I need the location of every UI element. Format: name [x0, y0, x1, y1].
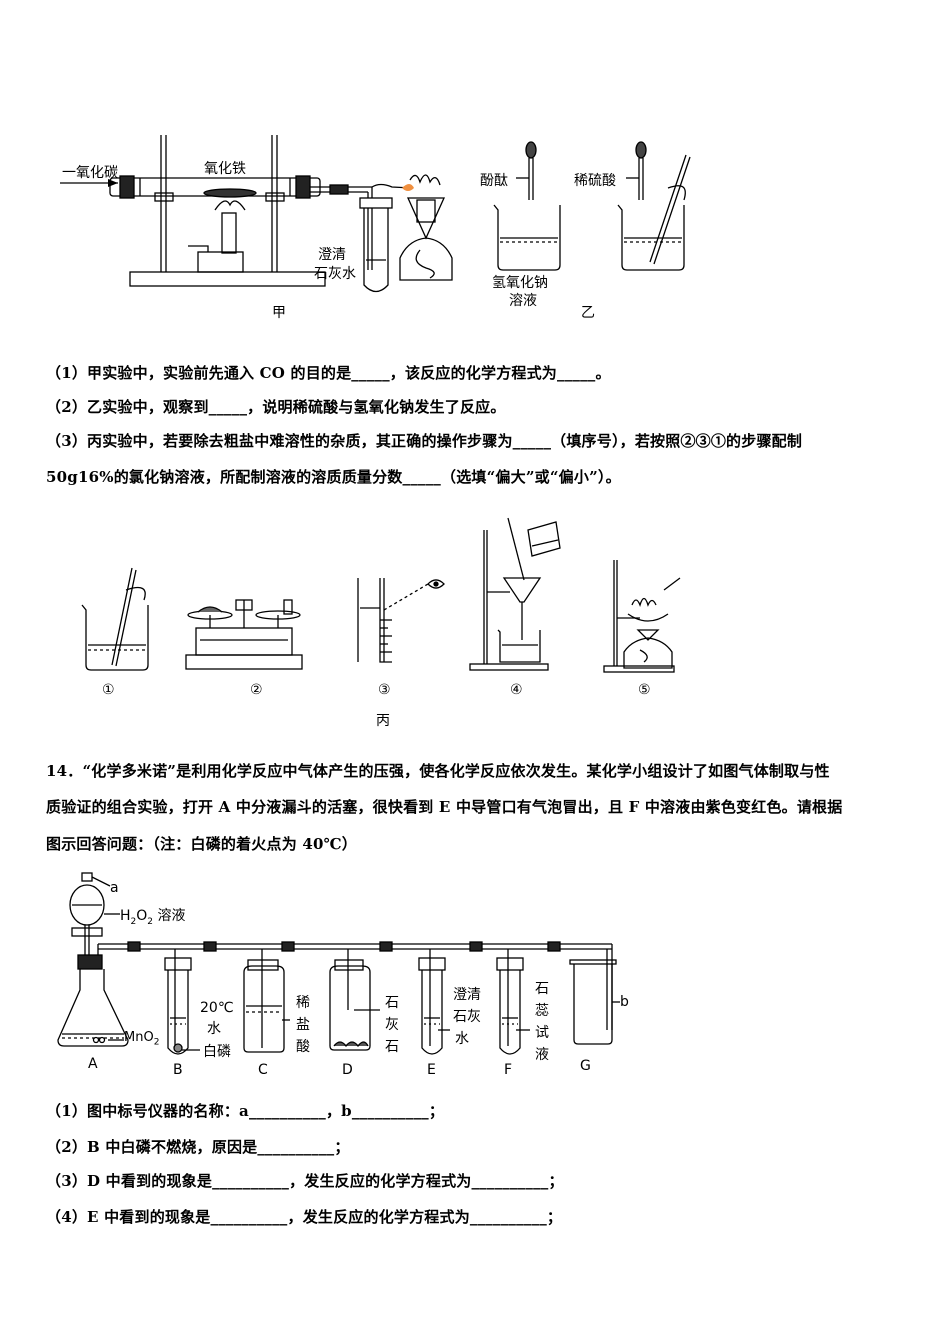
q13-sub3-line1: （3）丙实验中，若要除去粗盐中难溶性的杂质，其正确的操作步骤为_____（填序号…: [46, 432, 803, 450]
label-mno2: MnO2: [124, 1030, 160, 1048]
caption-yi: 乙: [581, 305, 595, 321]
label-hcl-3: 酸: [296, 1039, 310, 1055]
label-a: a: [110, 880, 119, 896]
neutralization-apparatus: [493, 141, 691, 271]
label-limewater-2: 石灰水: [314, 266, 356, 282]
label-hcl-1: 稀: [296, 995, 310, 1011]
q14-sub1: （1）图中标号仪器的名称：a__________，b__________；: [46, 1102, 445, 1120]
label-limewater-e-2: 石灰: [453, 1009, 481, 1025]
caption-jia: 甲: [272, 305, 286, 321]
label-fe2o3: 氧化铁: [204, 161, 246, 177]
label-limewater-e-1: 澄清: [453, 987, 481, 1003]
q14-stem-line3: 图示回答问题：（注：白磷的着火点为 40℃）: [46, 835, 357, 853]
q14-stem-line2: 质验证的组合实验，打开 A 中分液漏斗的活塞，很快看到 E 中导管口有气泡冒出，…: [46, 798, 843, 816]
label-co: 一氧化碳: [62, 165, 118, 181]
letter-D: D: [342, 1062, 353, 1078]
label-limestone-1: 石: [385, 995, 399, 1011]
label-limewater-1: 澄清: [318, 247, 346, 263]
letter-F: F: [504, 1062, 513, 1078]
step-4: ④: [510, 682, 523, 698]
co-reduction-apparatus: [60, 135, 453, 293]
label-hcl-2: 盐: [296, 1017, 310, 1033]
domino-apparatus-drawing: [57, 872, 620, 1055]
label-h2o2: H2O2 溶液: [120, 908, 186, 927]
label-litmus-3: 试: [535, 1025, 549, 1041]
q13-sub3-line2: 50g16%的氯化钠溶液，所配制溶液的溶质质量分数_____（选填“偏大”或“偏…: [46, 468, 621, 486]
letter-C: C: [258, 1062, 268, 1078]
step-5: ⑤: [638, 682, 651, 698]
salt-purification-steps: [81, 517, 681, 673]
letter-A: A: [88, 1056, 98, 1072]
label-litmus-1: 石: [535, 981, 549, 997]
label-water20-1: 20℃: [200, 1000, 234, 1016]
q14-sub2: （2）B 中白磷不燃烧，原因是__________；: [46, 1138, 350, 1156]
label-phenolphthalein: 酚酞: [480, 173, 508, 189]
letter-E: E: [427, 1062, 436, 1078]
label-limewater-e-3: 水: [455, 1031, 469, 1047]
label-naoh-2: 溶液: [509, 293, 537, 309]
label-litmus-2: 蕊: [535, 1003, 549, 1019]
letter-B: B: [173, 1062, 183, 1078]
step-2: ②: [250, 682, 263, 698]
label-litmus-4: 液: [535, 1047, 549, 1063]
label-white-p: 白磷: [203, 1044, 231, 1060]
label-naoh-1: 氢氧化钠: [492, 275, 548, 291]
step-1: ①: [102, 682, 115, 698]
q14-sub4: （4）E 中看到的现象是__________，发生反应的化学方程式为______…: [46, 1208, 563, 1226]
letter-G: G: [580, 1058, 591, 1074]
q13-sub2: （2）乙实验中，观察到_____，说明稀硫酸与氢氧化钠发生了反应。: [46, 398, 506, 416]
step-3: ③: [378, 682, 391, 698]
label-limestone-3: 石: [385, 1039, 399, 1055]
caption-bing: 丙: [376, 713, 390, 729]
label-dilute-h2so4: 稀硫酸: [574, 173, 616, 189]
label-water20-2: 水: [207, 1021, 221, 1037]
q14-sub3: （3）D 中看到的现象是__________，发生反应的化学方程式为______…: [46, 1172, 564, 1190]
label-limestone-2: 灰: [385, 1017, 399, 1033]
q13-sub1: （1）甲实验中，实验前先通入 CO 的目的是_____，该反应的化学方程式为__…: [46, 364, 611, 382]
label-b: b: [620, 994, 629, 1010]
q14-stem-line1: 14．“化学多米诺”是利用化学反应中气体产生的压强，使各化学反应依次发生。某化学…: [46, 762, 830, 780]
